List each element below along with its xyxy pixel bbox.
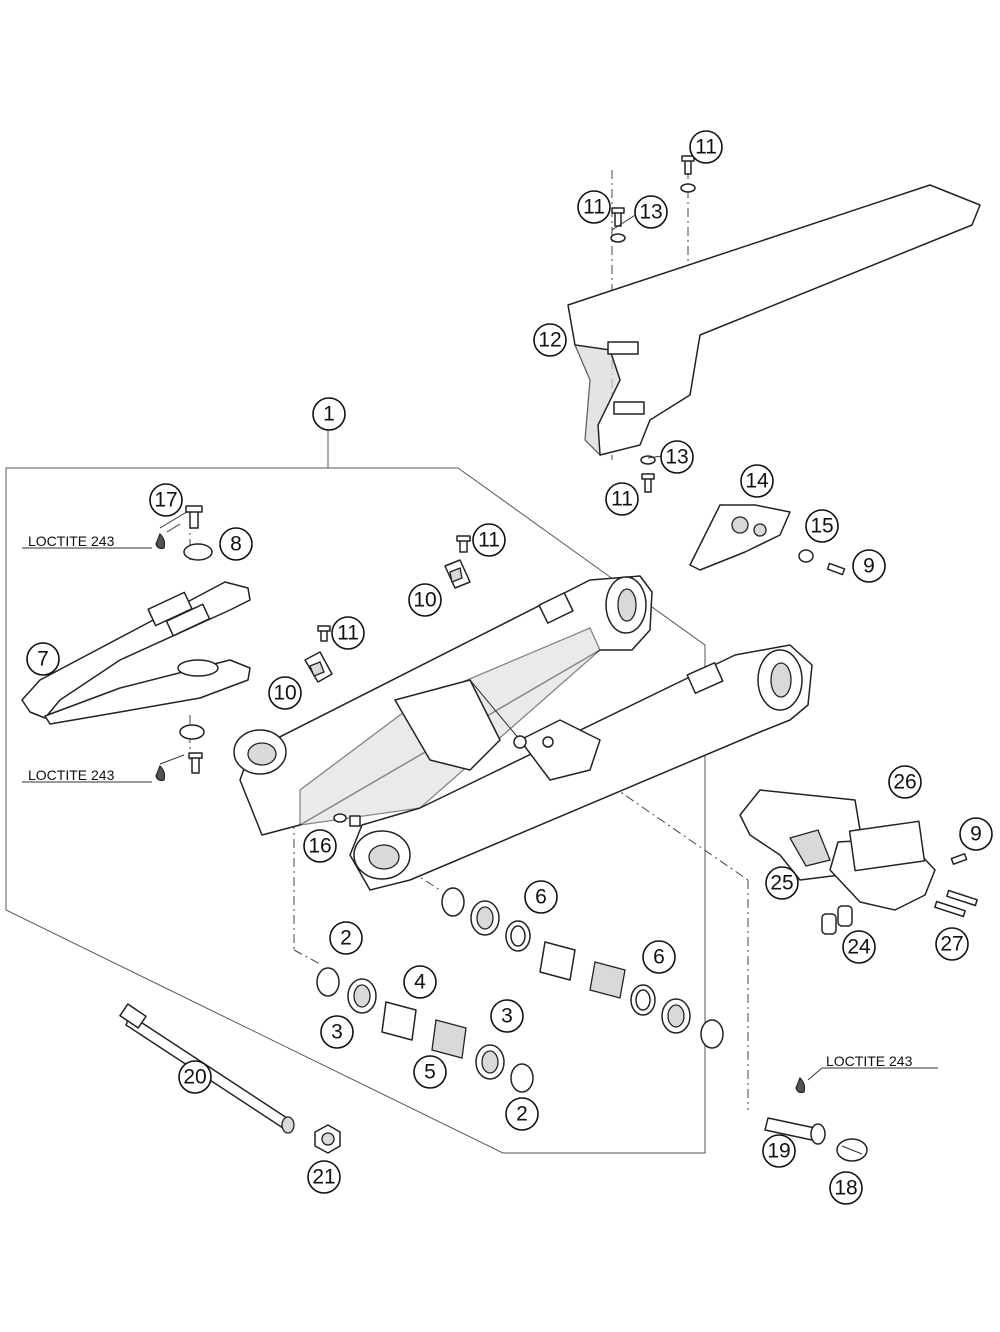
- callout-16: 16: [303, 829, 337, 863]
- callout-21: 21: [307, 1160, 341, 1194]
- callout-27: 27: [935, 927, 969, 961]
- callout-13: 13: [660, 440, 694, 474]
- callout-26: 26: [888, 765, 922, 799]
- svg-text:9: 9: [970, 823, 982, 846]
- callout-10: 10: [268, 676, 302, 710]
- svg-text:19: 19: [767, 1140, 790, 1163]
- loctite-note: LOCTITE 243: [28, 533, 115, 549]
- svg-text:11: 11: [583, 196, 605, 219]
- svg-text:5: 5: [424, 1061, 436, 1084]
- chain-guard: [567, 184, 981, 457]
- callout-17: 17: [149, 483, 183, 517]
- callout-4: 4: [403, 965, 437, 999]
- svg-text:3: 3: [501, 1005, 513, 1028]
- loctite-note: LOCTITE 243: [28, 767, 115, 783]
- callout-11: 11: [577, 190, 611, 224]
- callout-1: 1: [312, 397, 346, 431]
- callout-11: 11: [689, 130, 723, 164]
- svg-text:10: 10: [273, 682, 296, 705]
- svg-text:11: 11: [695, 136, 717, 159]
- svg-text:3: 3: [331, 1021, 343, 1044]
- svg-text:17: 17: [154, 489, 177, 512]
- svg-text:21: 21: [312, 1166, 335, 1189]
- loctite-note: LOCTITE 243: [826, 1053, 913, 1069]
- callout-2: 2: [329, 921, 363, 955]
- swingarm: [233, 575, 813, 891]
- pivot-axle: [119, 1003, 341, 1154]
- svg-text:2: 2: [516, 1103, 528, 1126]
- pivot-bolt: [764, 1117, 868, 1162]
- svg-text:6: 6: [653, 946, 665, 969]
- callout-19: 19: [762, 1134, 796, 1168]
- callout-11: 11: [472, 523, 506, 557]
- callout-11: 11: [331, 616, 365, 650]
- chain-guide: [739, 789, 978, 935]
- callout-5: 5: [413, 1055, 447, 1089]
- svg-text:11: 11: [611, 488, 633, 511]
- svg-text:1: 1: [323, 403, 335, 426]
- svg-text:11: 11: [478, 529, 500, 552]
- svg-text:9: 9: [863, 555, 875, 578]
- callout-2: 2: [505, 1097, 539, 1131]
- callout-6: 6: [642, 940, 676, 974]
- sprocket-guard: [689, 504, 791, 571]
- notes: LOCTITE 243 LOCTITE 243 LOCTITE 243: [28, 533, 913, 1069]
- svg-text:24: 24: [847, 936, 871, 959]
- bearings-and-bushings: [316, 887, 724, 1093]
- svg-text:20: 20: [183, 1066, 206, 1089]
- chain-slider: [21, 581, 251, 725]
- leader-lines: [22, 211, 938, 1081]
- callout-13: 13: [634, 195, 668, 229]
- callout-9: 9: [959, 817, 993, 851]
- svg-text:14: 14: [745, 470, 769, 493]
- svg-text:10: 10: [413, 589, 436, 612]
- callout-20: 20: [178, 1060, 212, 1094]
- svg-text:6: 6: [535, 886, 547, 909]
- callout-24: 24: [842, 930, 876, 964]
- callouts: 1 2 2 3 3 4 5 6 6 7 8 9 9 10 10 11 11 11…: [26, 130, 993, 1205]
- svg-text:25: 25: [770, 872, 793, 895]
- callout-3: 3: [320, 1015, 354, 1049]
- callout-9: 9: [852, 549, 886, 583]
- svg-text:8: 8: [230, 533, 242, 556]
- svg-text:12: 12: [538, 329, 561, 352]
- svg-text:4: 4: [414, 971, 426, 994]
- callout-11: 11: [605, 482, 639, 516]
- svg-text:13: 13: [639, 201, 662, 224]
- svg-text:7: 7: [37, 648, 49, 671]
- callout-6: 6: [524, 880, 558, 914]
- svg-text:2: 2: [340, 927, 352, 950]
- assembly-frame: [5, 425, 706, 1154]
- callout-12: 12: [533, 323, 567, 357]
- svg-text:26: 26: [893, 771, 916, 794]
- small-hardware: [155, 155, 968, 1094]
- svg-text:15: 15: [810, 515, 833, 538]
- callout-15: 15: [805, 509, 839, 543]
- callout-10: 10: [408, 583, 442, 617]
- callout-25: 25: [765, 866, 799, 900]
- svg-text:16: 16: [308, 835, 331, 858]
- callout-18: 18: [829, 1171, 863, 1205]
- callout-14: 14: [740, 464, 774, 498]
- callout-8: 8: [219, 527, 253, 561]
- svg-text:11: 11: [337, 622, 359, 645]
- callout-3: 3: [490, 999, 524, 1033]
- callout-7: 7: [26, 642, 60, 676]
- svg-text:18: 18: [834, 1177, 857, 1200]
- svg-text:27: 27: [940, 933, 963, 956]
- svg-text:13: 13: [665, 446, 688, 469]
